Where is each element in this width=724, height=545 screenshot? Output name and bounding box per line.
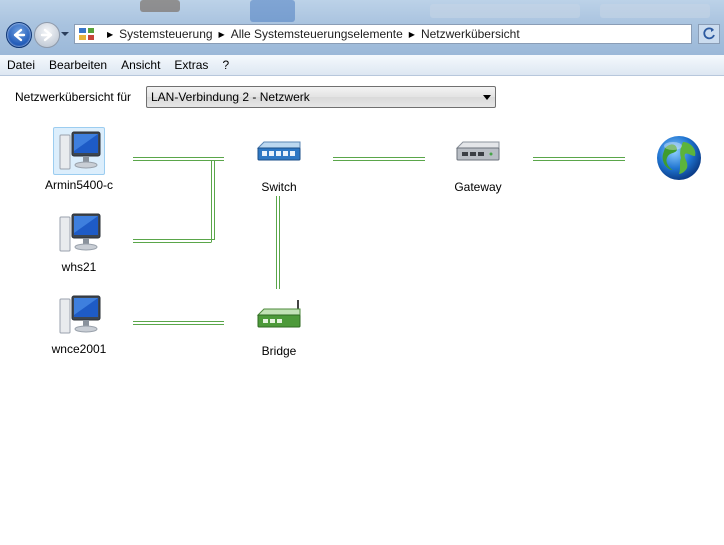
recent-pages-dropdown[interactable] <box>60 30 70 38</box>
breadcrumb-arrow-icon[interactable]: ▶ <box>408 29 415 39</box>
background-window-blur <box>140 0 180 12</box>
bridge-icon <box>253 293 305 341</box>
control-panel-icon <box>79 28 94 40</box>
menu-datei[interactable]: Datei <box>7 58 36 72</box>
switch-icon <box>253 129 305 177</box>
link-wnce-bridge <box>133 321 224 325</box>
breadcrumb-systemsteuerung[interactable]: Systemsteuerung <box>119 27 213 41</box>
breadcrumb-network-map[interactable]: Netzwerkübersicht <box>420 27 520 41</box>
dropdown-arrow-icon <box>483 95 491 100</box>
link-switch-gateway <box>333 157 425 161</box>
background-window-blur <box>600 4 710 18</box>
background-window-blur <box>430 4 580 18</box>
link-junction <box>211 160 215 242</box>
node-label: Armin5400-c <box>44 178 114 192</box>
node-label: whs21 <box>61 260 97 274</box>
node-bridge[interactable]: Bridge <box>240 293 318 358</box>
breadcrumb-arrow-icon[interactable]: ▶ <box>218 29 225 39</box>
node-switch[interactable]: Switch <box>240 129 318 194</box>
link-switch-bridge <box>276 196 280 289</box>
computer-icon <box>53 291 105 339</box>
breadcrumb-arrow-icon[interactable]: ▶ <box>107 29 114 39</box>
menu-extras[interactable]: Extras <box>174 58 209 72</box>
menu-bar: Datei Bearbeiten Ansicht Extras ? <box>0 55 724 76</box>
globe-icon <box>653 134 705 182</box>
arrow-right-icon <box>40 28 53 42</box>
network-map-for-label: Netzwerkübersicht für <box>15 90 132 104</box>
link-gateway-internet <box>533 157 625 161</box>
node-label: Gateway <box>454 180 502 194</box>
menu-bearbeiten[interactable]: Bearbeiten <box>49 58 108 72</box>
gateway-icon <box>452 129 504 177</box>
node-whs21[interactable]: whs21 <box>40 209 118 274</box>
node-label: Bridge <box>261 344 297 358</box>
computer-icon <box>53 127 105 175</box>
address-bar[interactable]: ▶ Systemsteuerung ▶ Alle Systemsteuerung… <box>74 24 692 44</box>
computer-icon <box>53 209 105 257</box>
menu-ansicht[interactable]: Ansicht <box>121 58 161 72</box>
node-internet[interactable] <box>653 134 705 182</box>
title-bar: ▶ Systemsteuerung ▶ Alle Systemsteuerung… <box>0 0 724 55</box>
node-label: wnce2001 <box>51 342 107 356</box>
background-window-blur <box>250 0 295 22</box>
node-armin5400[interactable]: Armin5400-c <box>40 127 118 192</box>
forward-button[interactable] <box>34 22 60 48</box>
node-label: Switch <box>261 180 297 194</box>
refresh-icon[interactable] <box>698 24 720 44</box>
link-armin-switch <box>133 157 224 161</box>
breadcrumb-all-items[interactable]: Alle Systemsteuerungselemente <box>230 27 403 41</box>
arrow-left-icon <box>13 28 26 42</box>
back-button[interactable] <box>6 22 32 48</box>
node-wnce2001[interactable]: wnce2001 <box>40 291 118 356</box>
menu-help[interactable]: ? <box>222 58 230 72</box>
network-selector-dropdown[interactable]: LAN-Verbindung 2 - Netzwerk <box>146 86 496 108</box>
node-gateway[interactable]: Gateway <box>439 129 517 194</box>
link-whs21-switch <box>133 239 215 243</box>
network-selector-value: LAN-Verbindung 2 - Netzwerk <box>151 90 310 104</box>
